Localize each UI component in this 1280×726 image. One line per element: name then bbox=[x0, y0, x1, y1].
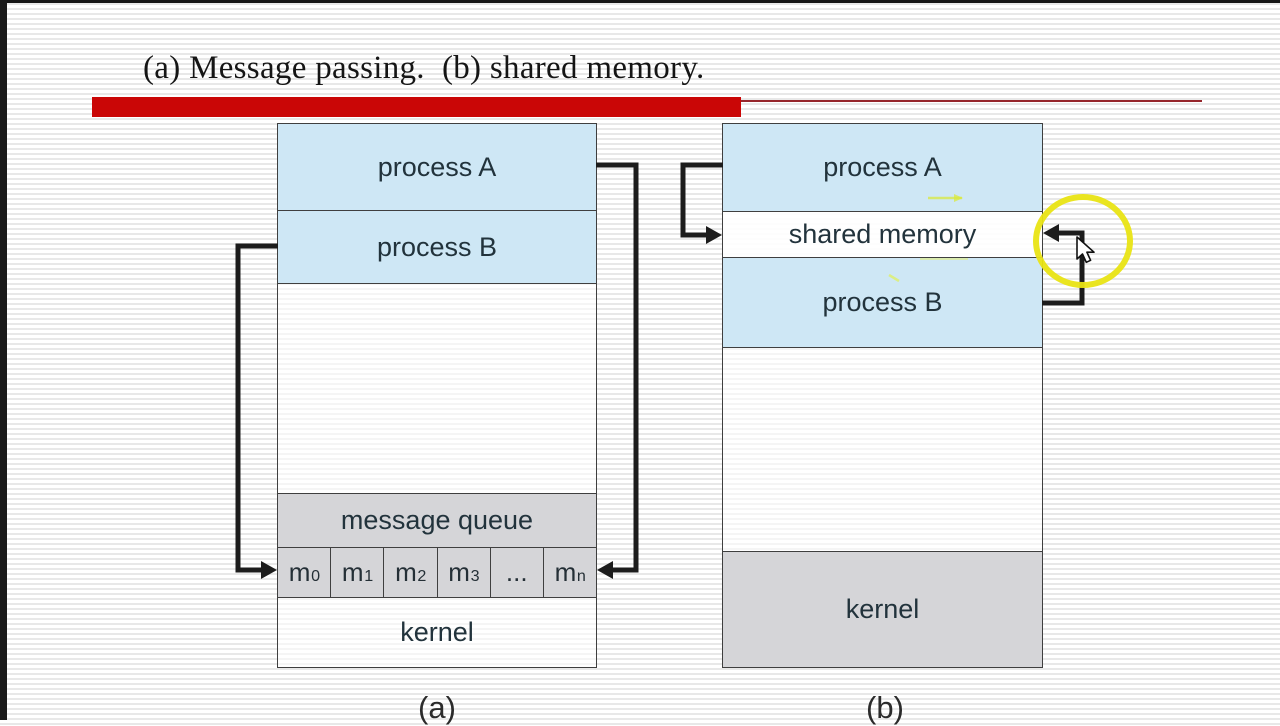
arrow-a-processB-to-queue bbox=[235, 243, 278, 573]
process-b-label: process B bbox=[376, 231, 498, 262]
queue-cell-ellipsis: ... bbox=[491, 548, 544, 597]
diagram-b-column: process A shared memory process B kernel bbox=[722, 123, 1043, 668]
process-b-label: process B bbox=[822, 287, 943, 317]
shared-memory-label: shared memory bbox=[788, 219, 977, 249]
kernel-label: kernel bbox=[400, 616, 474, 647]
top-border-strip bbox=[0, 0, 1280, 3]
arrow-b-processB-to-shared bbox=[1042, 230, 1085, 306]
arrowhead-a-left bbox=[261, 561, 277, 579]
mouse-cursor bbox=[1076, 236, 1095, 264]
kernel-box-b: kernel bbox=[723, 551, 1042, 667]
shared-memory-box: shared memory bbox=[723, 212, 1042, 258]
process-a-box-a: process A bbox=[278, 124, 596, 211]
caption-a: (a) bbox=[418, 690, 456, 725]
message-queue-box: message queue bbox=[278, 493, 596, 548]
arrowhead-b-left bbox=[706, 226, 722, 244]
arrow-a-processA-to-queue bbox=[596, 162, 639, 573]
process-a-label: process A bbox=[823, 152, 942, 182]
process-a-box-b: process A bbox=[723, 124, 1042, 212]
slide-title: (a) Message passing. (b) shared memory. bbox=[143, 50, 705, 86]
red-accent-bar bbox=[92, 97, 741, 117]
process-b-box-b: process B bbox=[723, 258, 1042, 348]
arrow-b-processA-to-shared bbox=[680, 162, 723, 238]
process-a-label: process A bbox=[377, 151, 497, 182]
left-border-strip bbox=[0, 0, 7, 720]
caption-b: (b) bbox=[866, 690, 904, 725]
thin-red-underline bbox=[741, 100, 1202, 102]
kernel-section-a: kernel bbox=[278, 598, 596, 666]
arrowhead-b-right bbox=[1043, 224, 1059, 242]
kernel-label: kernel bbox=[845, 594, 920, 624]
arrowhead-a-right bbox=[597, 561, 613, 579]
highlight-circle bbox=[1033, 194, 1133, 288]
process-b-box-a: process B bbox=[278, 211, 596, 284]
message-queue-label: message queue bbox=[340, 505, 534, 535]
